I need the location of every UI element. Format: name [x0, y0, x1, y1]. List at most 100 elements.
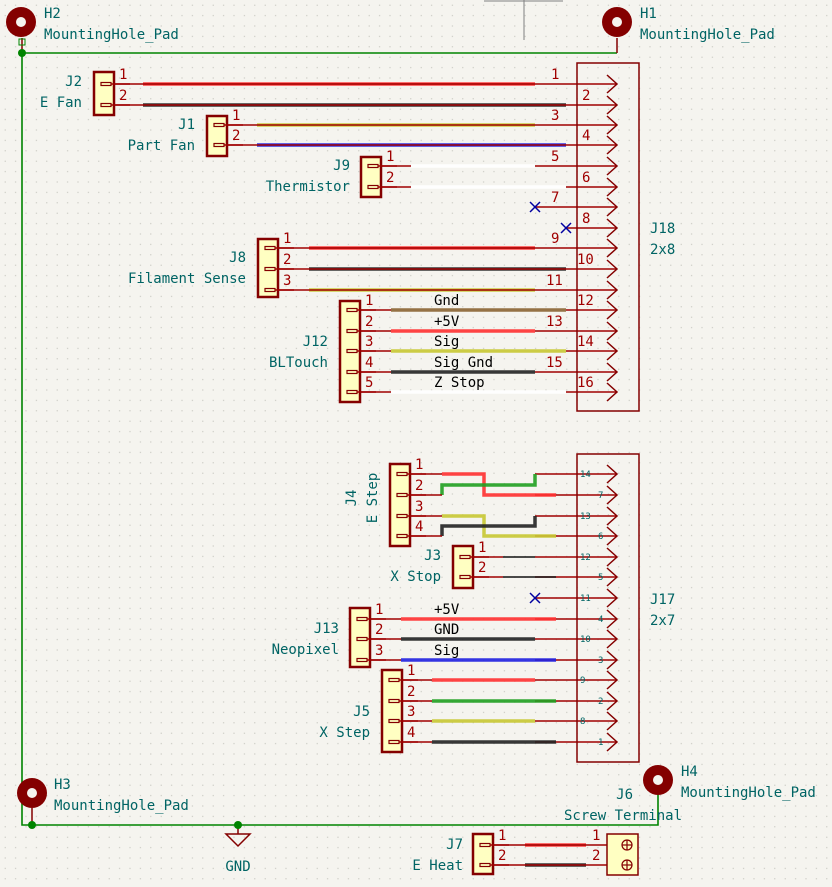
pin-number: 11 — [580, 594, 591, 604]
pin-chevron-icon — [606, 300, 619, 320]
connector-body — [380, 668, 404, 754]
connector-j7[interactable] — [471, 832, 509, 876]
screw-terminal-body — [606, 833, 639, 876]
pin-number: 1 — [415, 457, 423, 473]
connector-j9[interactable] — [359, 155, 397, 199]
mounting-hole-drill-icon — [16, 17, 26, 27]
pin-number: 2 — [232, 128, 240, 144]
mounting-hole-h3[interactable] — [17, 778, 47, 808]
connector-ref: J3 — [424, 548, 441, 564]
pin-number: 10 — [580, 635, 591, 645]
connector-value: Part Fan — [128, 138, 195, 154]
connector-j4[interactable] — [388, 462, 426, 548]
connector-value: BLTouch — [269, 355, 328, 371]
pin-number: 12 — [580, 553, 591, 563]
connector-value: Thermistor — [266, 179, 350, 195]
pin-chevron-icon — [606, 464, 619, 484]
pin-number: 5 — [365, 375, 373, 391]
connector-ref: J17 — [650, 592, 675, 608]
wire-estep-4[interactable] — [440, 516, 537, 536]
mounting-hole-value: MountingHole_Pad — [640, 27, 775, 43]
pin-number: 2 — [365, 314, 373, 330]
pin-number: 3 — [283, 273, 291, 289]
mounting-hole-h4[interactable] — [643, 765, 673, 795]
pin-chevron-icon — [606, 382, 619, 402]
connector-body — [359, 155, 383, 199]
connector-j3[interactable] — [451, 544, 489, 590]
h2-pin-marker — [18, 38, 26, 46]
pin-chevron-icon — [606, 115, 619, 135]
connector-j12[interactable] — [338, 299, 376, 404]
pin-number: 1 — [498, 828, 506, 844]
connector-body — [576, 453, 640, 763]
no-connect-flag[interactable] — [560, 222, 572, 234]
pin-number: 10 — [577, 252, 594, 268]
pin-chevron-icon — [606, 197, 619, 217]
pin-number: 12 — [577, 293, 594, 309]
pin-number: 3 — [551, 108, 559, 124]
mounting-hole-h1[interactable] — [602, 7, 632, 37]
pin-number: 15 — [546, 355, 563, 371]
junction-dot — [234, 821, 242, 829]
no-connect-x-icon — [529, 592, 541, 604]
pin-chevron-icon — [606, 609, 619, 629]
gnd-power-symbol[interactable] — [224, 833, 252, 848]
connector-j6[interactable] — [606, 833, 639, 876]
mounting-hole-h2[interactable] — [6, 7, 36, 37]
pin-number: 2 — [498, 848, 506, 864]
pin-number: 2 — [598, 697, 603, 707]
wire-label-neopixel: Sig — [434, 643, 459, 659]
gnd-net-wire-left[interactable] — [21, 53, 659, 826]
pin-number: 4 — [415, 519, 423, 535]
pin-chevron-icon — [606, 567, 619, 587]
no-connect-flag[interactable] — [529, 201, 541, 213]
pin-number: 1 — [386, 149, 394, 165]
pin-chevron-icon — [606, 547, 619, 567]
pin-number: 11 — [546, 273, 563, 289]
pin-number: 2 — [592, 848, 600, 864]
connector-value: 2x8 — [650, 242, 675, 258]
junction-dot — [28, 821, 36, 829]
connector-j17[interactable] — [576, 453, 640, 763]
pin-number: 1 — [407, 663, 415, 679]
wire-estep-2[interactable] — [440, 474, 537, 495]
mounting-hole-ref: H4 — [681, 764, 698, 780]
pin-number: 2 — [478, 560, 486, 576]
gnd-net[interactable] — [18, 38, 659, 834]
mounting-hole-value: MountingHole_Pad — [681, 785, 816, 801]
connector-j18[interactable] — [576, 62, 640, 412]
pin-number: 8 — [582, 211, 590, 227]
pin-number: 1 — [598, 738, 603, 748]
mounting-hole-value: MountingHole_Pad — [54, 798, 189, 814]
pin-number: 4 — [582, 128, 590, 144]
connector-ref: J18 — [650, 221, 675, 237]
connector-ref: J9 — [333, 158, 350, 174]
pin-number: 6 — [582, 170, 590, 186]
pin-chevron-icon — [606, 691, 619, 711]
connector-ref: J1 — [178, 117, 195, 133]
pin-number: 7 — [551, 190, 559, 206]
no-connect-x-icon — [529, 201, 541, 213]
pin-number: 3 — [375, 643, 383, 659]
pin-number: 2 — [283, 252, 291, 268]
connector-ref: J2 — [65, 74, 82, 90]
wire-label-bltouch: Sig — [434, 334, 459, 350]
pin-chevron-icon — [606, 95, 619, 115]
connector-j13[interactable] — [348, 606, 386, 669]
connector-j1[interactable] — [205, 114, 243, 158]
pin-number: 14 — [580, 470, 591, 480]
pin-number: 4 — [598, 615, 603, 625]
pin-number: 13 — [546, 314, 563, 330]
wire-label-bltouch: Z Stop — [434, 375, 485, 391]
connector-j5[interactable] — [380, 668, 418, 754]
gnd-label: GND — [225, 859, 250, 875]
connector-j8[interactable] — [256, 237, 294, 299]
connector-value: E Fan — [40, 95, 82, 111]
connector-j2[interactable] — [92, 70, 130, 117]
pin-number: 8 — [580, 717, 585, 727]
no-connect-flag[interactable] — [529, 592, 541, 604]
pin-chevron-icon — [606, 177, 619, 197]
pin-number: 1 — [365, 293, 373, 309]
